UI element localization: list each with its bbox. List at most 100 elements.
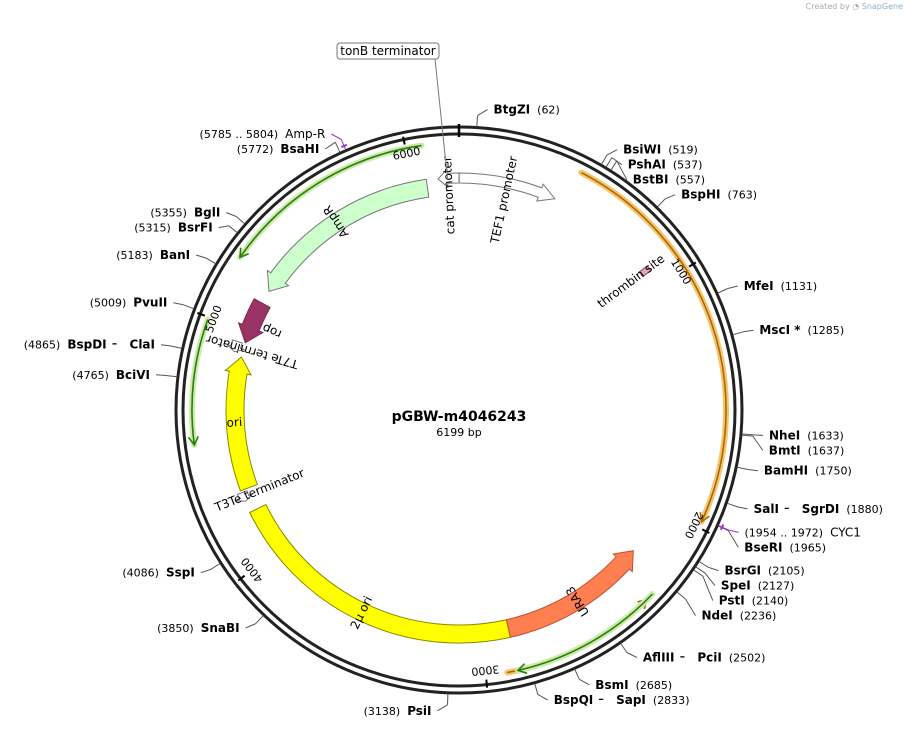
orf-arrowhead-icon bbox=[239, 247, 250, 259]
site-label: BstBI(557) bbox=[633, 173, 705, 187]
enzyme-site-bspdi[interactable]: (4865)BspDI- ClaI bbox=[24, 334, 182, 353]
site-leader-line bbox=[717, 525, 729, 531]
enzyme-site-bmti[interactable]: BmtI(1637) bbox=[741, 434, 844, 457]
feature-2-ori[interactable]: 2μ ori bbox=[249, 503, 511, 644]
enzyme-site-psti[interactable]: PstI(2140) bbox=[693, 569, 789, 608]
enzyme-site-bgli[interactable]: (5355)BglI bbox=[150, 206, 245, 225]
enzyme-name: BseRI bbox=[744, 540, 782, 554]
primer-site-cyc1[interactable]: (1954 .. 1972)CYC1 bbox=[718, 524, 861, 540]
feature-ura3[interactable]: URA3 bbox=[505, 550, 634, 638]
paren-close: ) bbox=[396, 705, 400, 718]
enzyme-site-spei[interactable]: SpeI(2127) bbox=[695, 566, 795, 593]
primer-name: Amp-R bbox=[285, 127, 325, 141]
paren-close: ) bbox=[555, 104, 559, 117]
feature-cat-promoter[interactable]: cat promoter bbox=[437, 156, 460, 235]
enzyme-position-value: 62 bbox=[541, 104, 555, 117]
enzyme-site-bsmi[interactable]: BsmI(2685) bbox=[574, 669, 672, 692]
feature-arrow-thrombin-site[interactable] bbox=[638, 265, 652, 278]
enzyme-site-sspi[interactable]: (4086)SspI bbox=[122, 563, 221, 580]
enzyme-site-bsrfi[interactable]: (5315)BsrFI bbox=[134, 221, 238, 235]
site-leader-line bbox=[534, 683, 539, 695]
feature-thrombin-site[interactable]: thrombin site bbox=[595, 252, 668, 311]
paren-close: ) bbox=[772, 610, 776, 623]
primer-site-amp-r[interactable]: (5785 .. 5804)Amp-R bbox=[200, 127, 348, 150]
site-leader-line bbox=[210, 563, 221, 570]
orf-arc-halo bbox=[578, 169, 729, 525]
enzyme-site-pshai[interactable]: PshAI(537) bbox=[605, 157, 702, 172]
feature-arrow-2-ori[interactable] bbox=[249, 503, 511, 644]
site-label: BseRI(1965) bbox=[744, 540, 826, 554]
enzyme-position-value: 537 bbox=[677, 159, 698, 172]
enzyme-site-bani[interactable]: (5183)BanI bbox=[116, 248, 216, 265]
enzyme-position-value: 763 bbox=[732, 189, 753, 202]
site-leader-line bbox=[685, 598, 696, 616]
enzyme-name: BspQI bbox=[554, 693, 594, 707]
feature-ampr[interactable]: AmpR bbox=[266, 178, 430, 293]
paren-close: ) bbox=[698, 159, 702, 172]
feature-arrow-ori[interactable] bbox=[224, 356, 258, 492]
feature-label-cat-promoter: cat promoter bbox=[440, 156, 458, 235]
enzyme-site-bseri[interactable]: BseRI(1965) bbox=[717, 525, 826, 554]
feature-ori[interactable]: ori bbox=[224, 356, 258, 492]
feature-arrow-ura3[interactable] bbox=[505, 550, 634, 638]
paren-open: ( bbox=[653, 694, 657, 707]
site-leader-line bbox=[574, 669, 580, 680]
enzyme-site-bspqi[interactable]: BspQI- SapI(2833) bbox=[534, 683, 690, 708]
callout-tonb-terminator[interactable]: tonB terminator bbox=[336, 42, 448, 179]
plasmid-size: 6199 bp bbox=[436, 426, 481, 439]
feature-arrow-tef1-promoter[interactable] bbox=[458, 172, 556, 202]
enzyme-site-bsiwi[interactable]: BsiWI(519) bbox=[601, 143, 698, 165]
site-label: (4086)SspI bbox=[122, 566, 194, 580]
enzyme-site-bsrgi[interactable]: BsrGI(2105) bbox=[698, 561, 805, 578]
enzyme-site-mfei[interactable]: MfeI(1131) bbox=[717, 279, 817, 294]
paren-close: ) bbox=[167, 222, 171, 235]
paren-close: ) bbox=[189, 622, 193, 635]
site-label: BspQI- SapI(2833) bbox=[554, 689, 690, 708]
enzyme-site-bstbi[interactable]: BstBI(557) bbox=[610, 160, 705, 187]
feature-arrow-cat-promoter[interactable] bbox=[437, 168, 460, 189]
enzyme-site-btgzi[interactable]: BtgZI(62) bbox=[476, 103, 560, 127]
feature-tef1-promoter[interactable]: TEF1 promoter bbox=[458, 155, 556, 246]
feature-arrow-ampr[interactable] bbox=[266, 178, 430, 293]
site-leader-line bbox=[610, 160, 618, 171]
feature-arrow-t7te-terminator[interactable] bbox=[226, 339, 245, 353]
site-label: NheI(1633) bbox=[769, 428, 844, 442]
enzyme-site-pvuii[interactable]: (5009)PvuII bbox=[90, 296, 194, 310]
site-label: BsmI(2685) bbox=[595, 678, 672, 692]
site-label: MscI *(1285) bbox=[759, 323, 844, 337]
enzyme-name: BglI bbox=[194, 206, 220, 220]
site-leader-line bbox=[717, 288, 729, 294]
paren-open: ( bbox=[237, 143, 241, 156]
enzyme-site-bamhi[interactable]: BamHI(1750) bbox=[737, 464, 852, 478]
feature-rop[interactable]: rop bbox=[237, 298, 284, 344]
enzyme-site-sali[interactable]: SalI- SgrDI(1880) bbox=[727, 498, 883, 517]
site-leader-line bbox=[737, 466, 749, 470]
enzyme-site-ndei[interactable]: NdeI(2236) bbox=[676, 591, 776, 623]
enzyme-site-afliii[interactable]: AflIII- PciI(2502) bbox=[620, 643, 766, 666]
orf-arrowhead-icon bbox=[699, 512, 710, 524]
site-label: BsiWI(519) bbox=[623, 143, 698, 157]
enzyme-position: (1880) bbox=[846, 503, 883, 516]
enzyme-site-bsahi[interactable]: (5772)BsaHI bbox=[237, 141, 341, 156]
enzyme-sites-layer: BtgZI(62)BsiWI(519)PshAI(537)BstBI(557)B… bbox=[24, 42, 883, 718]
enzyme-name: BsmI bbox=[595, 678, 628, 692]
paren-close: ) bbox=[840, 429, 844, 442]
site-leader-line bbox=[218, 225, 229, 229]
paren-open: ( bbox=[668, 144, 672, 157]
enzyme-site-nhei[interactable]: NheI(1633) bbox=[741, 428, 844, 442]
enzyme-position-value: 2105 bbox=[772, 565, 800, 578]
feature-arrow-rop[interactable] bbox=[237, 298, 271, 344]
enzyme-position-value: 5183 bbox=[121, 249, 149, 262]
enzyme-position: (2127) bbox=[758, 580, 795, 593]
enzyme-site-msci[interactable]: MscI *(1285) bbox=[732, 323, 844, 337]
enzyme-site-bcivi[interactable]: (4765)BciVI bbox=[72, 368, 178, 382]
orf-arc-green-orf-1 bbox=[237, 142, 425, 261]
enzyme-site-bsphi[interactable]: BspHI(763) bbox=[657, 188, 757, 208]
enzyme-site-psii[interactable]: (3138)PsiI bbox=[364, 693, 449, 718]
enzyme-position-value: 519 bbox=[673, 144, 694, 157]
site-leader-line bbox=[718, 525, 729, 531]
feature-arrow-t3te-terminator[interactable] bbox=[235, 490, 253, 502]
enzyme-site-snabi[interactable]: (3850)SnaBI bbox=[157, 615, 264, 635]
enzyme-position-value: 557 bbox=[680, 174, 701, 187]
site-leader-line bbox=[183, 304, 194, 310]
